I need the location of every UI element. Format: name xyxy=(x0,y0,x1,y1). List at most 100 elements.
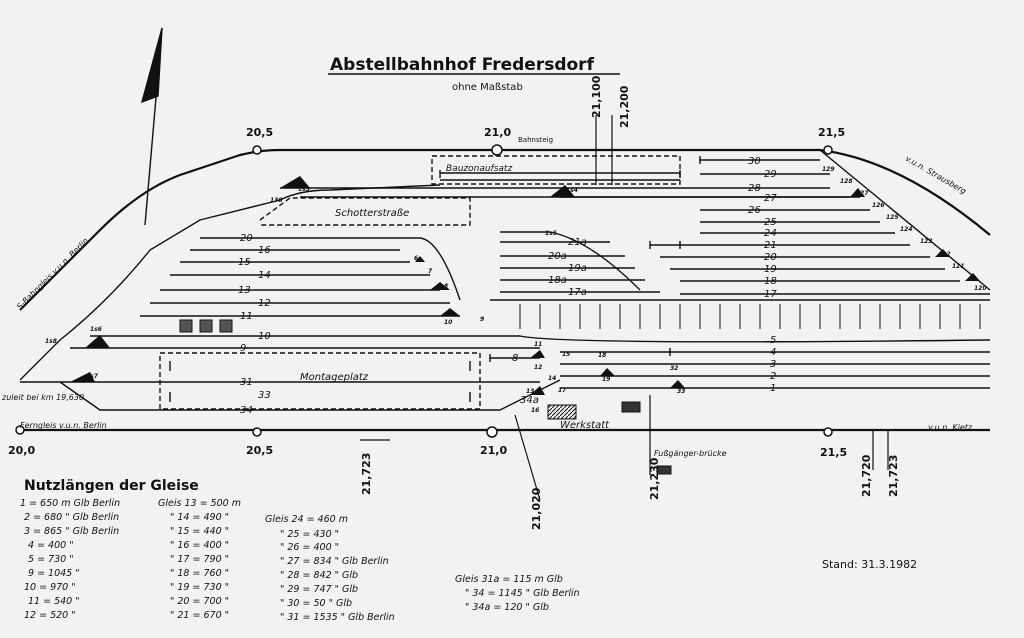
svg-text:19: 19 xyxy=(764,264,777,275)
svg-text:122: 122 xyxy=(938,251,951,258)
svg-text:29: 29 xyxy=(764,169,777,180)
svg-text:127: 127 xyxy=(856,190,869,197)
svg-text:" 25 = 430 ": " 25 = 430 " xyxy=(280,529,339,540)
bridge-label: Fußgänger-brücke xyxy=(654,449,727,458)
svg-text:1s4: 1s4 xyxy=(566,187,578,194)
svg-text:" 21 = 670 ": " 21 = 670 " xyxy=(170,610,229,621)
svg-text:30: 30 xyxy=(748,156,761,167)
svg-text:1 = 650 m Glb Berlin: 1 = 650 m Glb Berlin xyxy=(20,498,120,509)
svg-text:34a: 34a xyxy=(520,395,539,406)
svg-text:1s3: 1s3 xyxy=(298,186,310,193)
svg-text:20: 20 xyxy=(764,252,777,263)
svg-text:1: 1 xyxy=(770,383,776,394)
svg-text:" 16 = 400 ": " 16 = 400 " xyxy=(170,540,229,551)
label-kietz: v.u.n. Kietz xyxy=(928,423,973,432)
svg-text:3: 3 xyxy=(770,359,776,370)
legend-col2: Gleis 13 = 500 m " 14 = 490 " " 15 = 440… xyxy=(158,498,241,621)
page-title: Abstellbahnhof Fredersdorf xyxy=(330,55,595,75)
svg-text:8: 8 xyxy=(512,353,518,364)
km-vert-7: 21,723 xyxy=(887,455,900,497)
km-top-2: 21,0 xyxy=(484,126,511,139)
svg-text:" 14 = 490 ": " 14 = 490 " xyxy=(170,512,229,523)
svg-text:" 31 = 1535 " Glb Berlin: " 31 = 1535 " Glb Berlin xyxy=(280,612,395,623)
track-34 xyxy=(20,379,561,411)
track-outer-2 xyxy=(19,184,441,381)
label-zuleit: zuleit bei km 19,630 xyxy=(1,393,84,402)
area-depot-label: Bauzonaufsatz xyxy=(446,164,512,174)
svg-text:18: 18 xyxy=(764,276,777,287)
legend-col1: 1 = 650 m Glb Berlin 2 = 680 " Glb Berli… xyxy=(20,498,120,621)
svg-text:5: 5 xyxy=(770,335,776,346)
svg-text:15: 15 xyxy=(238,257,251,268)
svg-text:2: 2 xyxy=(770,371,776,382)
svg-text:1s5: 1s5 xyxy=(545,230,557,237)
svg-text:20: 20 xyxy=(240,233,253,244)
svg-text:17a: 17a xyxy=(568,287,587,298)
svg-text:" 20 = 700 ": " 20 = 700 " xyxy=(170,596,229,607)
km-vert-2: 21,200 xyxy=(618,85,631,128)
svg-text:11 = 540 ": 11 = 540 " xyxy=(28,596,80,607)
svg-text:1s8: 1s8 xyxy=(45,338,57,345)
svg-text:20a: 20a xyxy=(548,251,567,262)
svg-text:34: 34 xyxy=(240,405,253,416)
svg-text:126: 126 xyxy=(872,202,885,209)
svg-text:9: 9 xyxy=(480,316,484,323)
svg-text:13: 13 xyxy=(526,388,534,395)
km-vert-4: 21,020 xyxy=(530,487,543,530)
area-schotterstrasse xyxy=(259,197,471,226)
svg-text:12: 12 xyxy=(534,364,542,371)
km-bottom-1: 20,0 xyxy=(8,444,35,457)
svg-text:11: 11 xyxy=(240,311,253,322)
area-montageplatz xyxy=(159,352,481,410)
svg-text:21a: 21a xyxy=(568,237,587,248)
stand-date: Stand: 31.3.1982 xyxy=(822,558,917,571)
bahnsteig-label: Bahnsteig xyxy=(518,136,553,144)
svg-text:" 28 = 842 " Glb: " 28 = 842 " Glb xyxy=(280,570,358,581)
svg-text:" 15 = 440 ": " 15 = 440 " xyxy=(170,526,229,537)
svg-text:130: 130 xyxy=(270,197,283,204)
svg-text:21: 21 xyxy=(764,240,777,251)
svg-text:19: 19 xyxy=(602,376,610,383)
svg-text:12 = 520 ": 12 = 520 " xyxy=(24,610,76,621)
label-sbahn: S-Bahngleis v.u.n. Berlin xyxy=(15,236,90,311)
svg-text:" 34 = 1145 " Glb Berlin: " 34 = 1145 " Glb Berlin xyxy=(465,588,580,599)
area-montage-label: Montageplatz xyxy=(300,372,369,383)
track-sbahn xyxy=(19,148,991,311)
svg-text:32: 32 xyxy=(670,365,678,372)
svg-text:27: 27 xyxy=(764,193,777,204)
km-vert-6: 21,720 xyxy=(860,454,873,497)
km-vert-5: 21,230 xyxy=(648,457,661,500)
svg-text:28: 28 xyxy=(748,183,761,194)
svg-text:123: 123 xyxy=(920,238,933,245)
svg-text:18: 18 xyxy=(598,352,606,359)
svg-text:5 = 730 ": 5 = 730 " xyxy=(28,554,74,565)
svg-text:25: 25 xyxy=(764,217,777,228)
svg-text:33: 33 xyxy=(258,390,271,401)
svg-text:16: 16 xyxy=(258,245,271,256)
svg-text:" 26 = 400 ": " 26 = 400 " xyxy=(280,542,339,553)
label-ferngleis: Ferngleis v.u.n. Berlin xyxy=(20,421,107,430)
area-werkstatt-label: Werkstatt xyxy=(560,420,610,431)
svg-text:3 = 865 " Glb Berlin: 3 = 865 " Glb Berlin xyxy=(24,526,119,537)
km-vert-3: 21,723 xyxy=(360,453,373,495)
km-vert-1: 21,100 xyxy=(590,75,603,118)
svg-text:" 18 = 760 ": " 18 = 760 " xyxy=(170,568,229,579)
area-depot-top xyxy=(431,155,681,185)
svg-text:128: 128 xyxy=(840,178,853,185)
svg-text:11: 11 xyxy=(534,341,542,348)
svg-text:2 = 680 " Glb Berlin: 2 = 680 " Glb Berlin xyxy=(24,512,119,523)
svg-text:8: 8 xyxy=(444,283,448,290)
legend-col4: Gleis 31a = 115 m Glb " 34 = 1145 " Glb … xyxy=(455,574,580,613)
svg-text:124: 124 xyxy=(900,226,913,233)
svg-text:121: 121 xyxy=(952,263,965,270)
svg-text:10: 10 xyxy=(258,331,271,342)
svg-text:4: 4 xyxy=(770,347,776,358)
north-arrow-icon xyxy=(140,27,163,104)
svg-text:17: 17 xyxy=(764,289,777,300)
svg-text:14: 14 xyxy=(548,375,556,382)
track-numbers: 30 29 28 27 26 25 24 21 20 19 18 17 21a … xyxy=(238,156,777,416)
svg-text:10: 10 xyxy=(444,319,452,326)
svg-text:9 = 1045 ": 9 = 1045 " xyxy=(28,568,80,579)
svg-text:4 = 400 ": 4 = 400 " xyxy=(28,540,74,551)
